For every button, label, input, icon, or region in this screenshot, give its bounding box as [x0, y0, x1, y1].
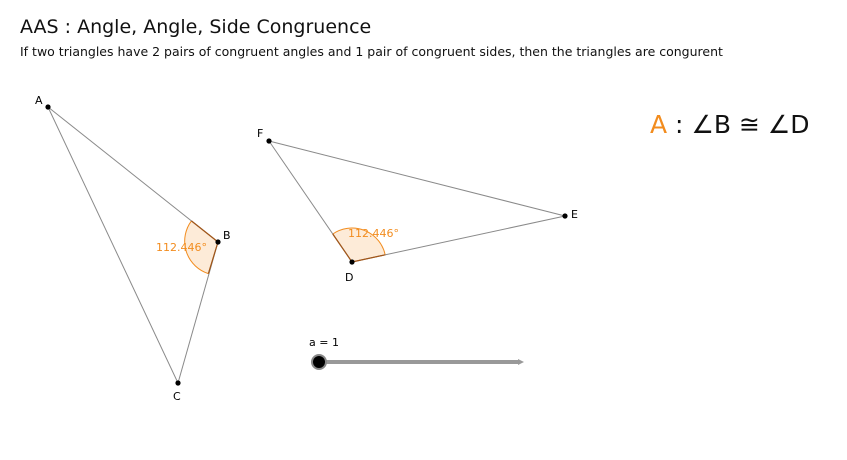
point-b[interactable] — [215, 239, 221, 245]
point-d-label: D — [345, 271, 353, 284]
statement-step: A — [650, 110, 668, 139]
angle-b-ray-a — [191, 220, 219, 243]
point-d[interactable] — [349, 259, 355, 265]
slider-label: a = 1 — [309, 336, 339, 349]
segment-de[interactable] — [351, 215, 566, 263]
angle-d-marker — [332, 227, 386, 263]
page-subtitle: If two triangles have 2 pairs of congrue… — [20, 44, 723, 59]
point-b-label: B — [223, 229, 231, 242]
segment-ab[interactable] — [47, 106, 219, 243]
point-c-label: C — [173, 390, 181, 403]
page-title: AAS : Angle, Angle, Side Congruence — [20, 16, 372, 38]
angle-d-label: 112.446° — [348, 227, 399, 240]
point-f-label: F — [257, 127, 263, 140]
angle-d-ray-f — [332, 233, 353, 263]
angle-b-marker — [184, 220, 219, 275]
slider-a[interactable]: a = 1 — [309, 336, 524, 370]
slider-handle[interactable] — [311, 354, 327, 370]
point-f[interactable] — [266, 138, 272, 144]
angle-b-ray-c — [207, 241, 219, 274]
point-a-label: A — [35, 94, 43, 107]
point-e[interactable] — [562, 213, 568, 219]
segment-ef[interactable] — [268, 140, 566, 217]
segment-ca[interactable] — [47, 106, 179, 384]
point-e-label: E — [571, 208, 578, 221]
slider-arrow-icon — [518, 359, 524, 365]
statement-separator: : — [667, 110, 692, 139]
statement-text: ∠B ≅ ∠D — [691, 110, 810, 139]
congruence-statement: A : ∠B ≅ ∠D — [650, 110, 810, 139]
triangle-abc — [47, 106, 219, 384]
angle-b-label: 112.446° — [156, 241, 207, 254]
point-a[interactable] — [45, 104, 51, 110]
point-c[interactable] — [175, 380, 181, 386]
triangle-def — [268, 140, 566, 263]
angle-d-ray-e — [351, 254, 386, 263]
